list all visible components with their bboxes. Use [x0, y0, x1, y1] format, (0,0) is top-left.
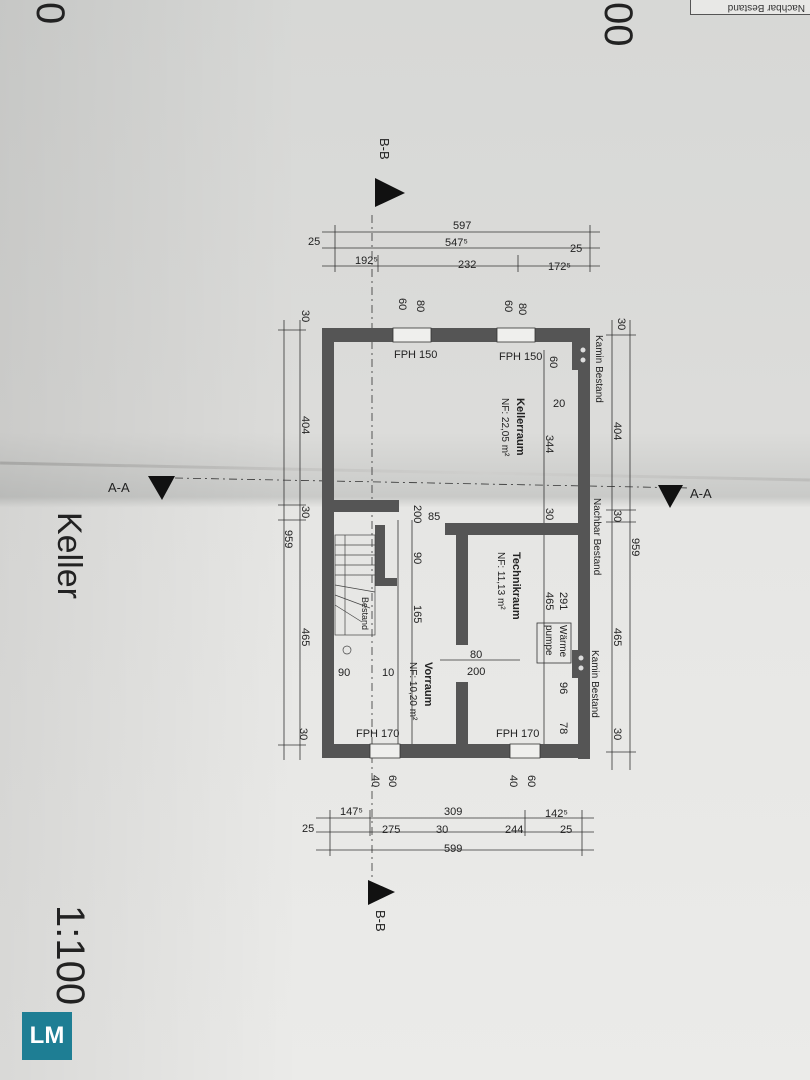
chimneys [572, 342, 590, 678]
stairs [334, 534, 376, 655]
vorraum-name: Vorraum [422, 662, 434, 707]
dim-inner-30: 30 [543, 508, 555, 520]
window-openings [369, 327, 541, 759]
dim-inner-80: 80 [470, 649, 482, 661]
waermepumpe-label-1: Wärme [557, 625, 568, 658]
dim-inner-10: 10 [382, 667, 394, 679]
dim-top-open1-60: 60 [396, 298, 408, 310]
dim-bottom-seg1: 147⁵ [340, 806, 363, 818]
dim-right-30a: 30 [615, 318, 627, 330]
dim-bottom-inner1: 275 [382, 824, 400, 836]
dim-top-seg1: 192⁵ [355, 255, 378, 267]
dim-inner-344: 344 [543, 435, 555, 453]
dim-top-open1-80: 80 [414, 300, 426, 312]
corner-label: Nachbar Bestand [690, 0, 810, 15]
dim-left-30a: 30 [299, 310, 311, 322]
vorraum-area: NF: 10,20 m² [407, 662, 418, 721]
section-bb-bottom: B-B [373, 910, 388, 932]
stair-label: Bestand [360, 597, 370, 630]
dim-top-seg2: 232 [458, 259, 476, 271]
dim-bottom-open1-60: 60 [386, 775, 398, 787]
dim-right-30b: 30 [611, 510, 623, 522]
dim-inner-60: 60 [547, 356, 559, 368]
dim-inner-90a: 90 [411, 552, 423, 564]
dimension-lines [278, 225, 636, 856]
dim-inner-291: 291 [557, 592, 569, 610]
dim-right-30c: 30 [611, 728, 623, 740]
dim-left-465: 465 [299, 628, 311, 646]
section-lines [174, 215, 691, 880]
dim-left-404: 404 [299, 416, 311, 434]
walls [322, 328, 590, 759]
heat-pump-box [536, 622, 572, 664]
logo: LM [22, 1012, 72, 1060]
dim-bottom-seg3: 142⁵ [545, 808, 568, 820]
window-label-2: FPH 150 [499, 351, 542, 363]
technikraum-area: NF: 11,13 m² [495, 552, 506, 610]
window-label-1: FPH 150 [394, 349, 437, 361]
nachbar-label: Nachbar Bestand [591, 498, 602, 575]
window-label-3: FPH 170 [356, 728, 399, 740]
dim-top-open2-80: 80 [516, 303, 528, 315]
dim-top-inner: 547⁵ [445, 237, 468, 249]
paper-shadow [0, 0, 300, 1080]
dim-bottom-open2-40: 40 [507, 775, 519, 787]
dim-inner-20: 20 [553, 398, 565, 410]
logo-text: LM [29, 1022, 65, 1049]
dim-inner-465: 465 [543, 592, 555, 610]
dim-bottom-open1-40: 40 [369, 775, 381, 787]
dim-right-465: 465 [611, 628, 623, 646]
dim-bottom-inner2: 30 [436, 824, 448, 836]
dim-bottom-seg2: 309 [444, 806, 462, 818]
dim-inner-85: 85 [428, 511, 440, 523]
dim-inner-165: 165 [411, 605, 423, 623]
dim-top-open2-60: 60 [502, 300, 514, 312]
dim-top-total: 597 [453, 220, 471, 232]
dim-inner-200b: 200 [467, 666, 485, 678]
window-label-4: FPH 170 [496, 728, 539, 740]
section-bb-top: B-B [377, 138, 392, 160]
dim-inner-96: 96 [557, 682, 569, 694]
dim-inner-78: 78 [557, 722, 569, 734]
section-aa-bottom: A-A [690, 486, 712, 501]
dim-bottom-open2-60: 60 [525, 775, 537, 787]
kamin-label-2: Kamin Bestand [589, 650, 600, 718]
waermepumpe-label-2: pumpe [543, 625, 554, 656]
kamin-label-1: Kamin Bestand [593, 335, 604, 403]
dim-left-total: 959 [282, 530, 294, 548]
dim-bottom-total: 599 [444, 843, 462, 855]
section-arrows [148, 178, 683, 905]
dim-left-30b: 30 [299, 506, 311, 518]
kellerraum-name: Kellerraum [514, 398, 526, 456]
dim-bottom-inner3: 244 [505, 824, 523, 836]
dim-right-404: 404 [611, 422, 623, 440]
dim-top-seg3: 172⁵ [548, 261, 571, 273]
dim-inner-90b: 90 [338, 667, 350, 679]
dim-top-right-25: 25 [570, 243, 582, 255]
dim-bottom-left-25: 25 [302, 823, 314, 835]
kellerraum-area: NF: 22,05 m² [499, 398, 510, 457]
dim-top-left-25: 25 [308, 236, 320, 248]
technikraum-name: Technikraum [510, 552, 522, 620]
dim-right-total: 959 [629, 538, 641, 556]
dim-inner-200: 200 [411, 505, 423, 523]
section-aa-top: A-A [108, 480, 130, 495]
dim-bottom-right-25: 25 [560, 824, 572, 836]
dim-left-30c: 30 [297, 728, 309, 740]
